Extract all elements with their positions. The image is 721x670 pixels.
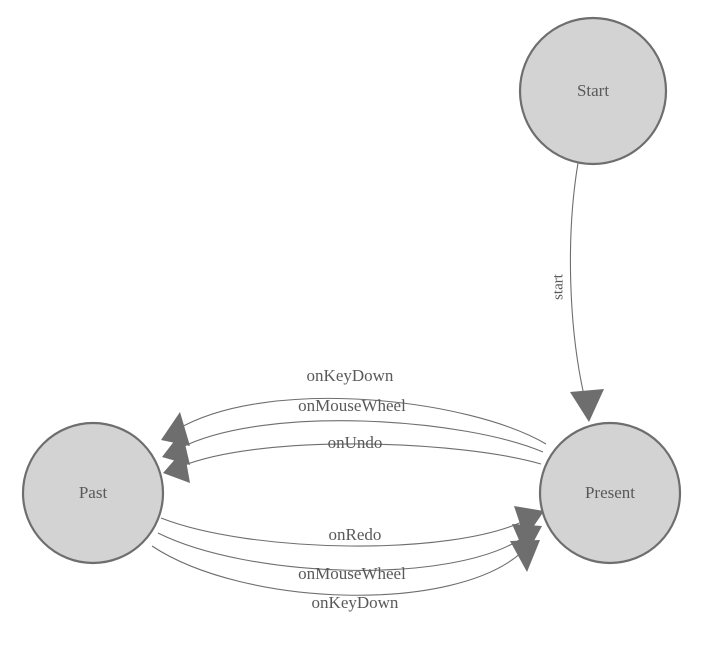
edge-path-past-present-keydown — [151, 545, 523, 596]
edge-path-present-past-mousewheel — [179, 420, 544, 453]
edge-start-to-present[interactable]: start — [550, 162, 604, 422]
node-present[interactable]: Present — [538, 421, 682, 565]
arrowhead-start-present — [570, 389, 604, 422]
edge-present-to-past-onundo[interactable]: onUndo — [163, 433, 542, 483]
edge-past-to-present-onmousewheel[interactable]: onMouseWheel — [157, 524, 542, 583]
node-start-circle[interactable] — [518, 16, 668, 166]
edge-path-past-present-redo — [160, 517, 527, 547]
arrowhead-past-present-keydown — [510, 540, 540, 572]
node-past-circle[interactable] — [21, 421, 165, 565]
edge-path-past-present-mousewheel — [157, 532, 525, 571]
edge-present-to-past-onmousewheel[interactable]: onMouseWheel — [162, 396, 544, 465]
arrowhead-present-past-undo — [163, 449, 190, 483]
node-start[interactable]: Start — [518, 16, 668, 166]
arrowhead-past-present-mousewheel — [512, 524, 542, 556]
edge-past-to-present-onkeydown[interactable]: onKeyDown — [151, 540, 540, 612]
edge-label-past-present-keydown: onKeyDown — [312, 593, 399, 612]
edge-label-present-past-mousewheel: onMouseWheel — [298, 396, 406, 415]
node-past[interactable]: Past — [21, 421, 165, 565]
node-present-circle[interactable] — [538, 421, 682, 565]
edge-label-present-past-undo: onUndo — [328, 433, 383, 452]
edge-label-present-past-keydown: onKeyDown — [307, 366, 394, 385]
edge-label-start: start — [550, 273, 566, 300]
edge-label-past-present-mousewheel: onMouseWheel — [298, 564, 406, 583]
arrowhead-past-present-redo — [514, 506, 544, 539]
edge-path-present-past-keydown — [177, 397, 547, 445]
edge-past-to-present-onredo[interactable]: onRedo — [160, 506, 544, 547]
edge-label-past-present-redo: onRedo — [329, 525, 382, 544]
edge-path-present-past-undo — [181, 443, 542, 467]
edge-path-start-present — [569, 162, 587, 405]
